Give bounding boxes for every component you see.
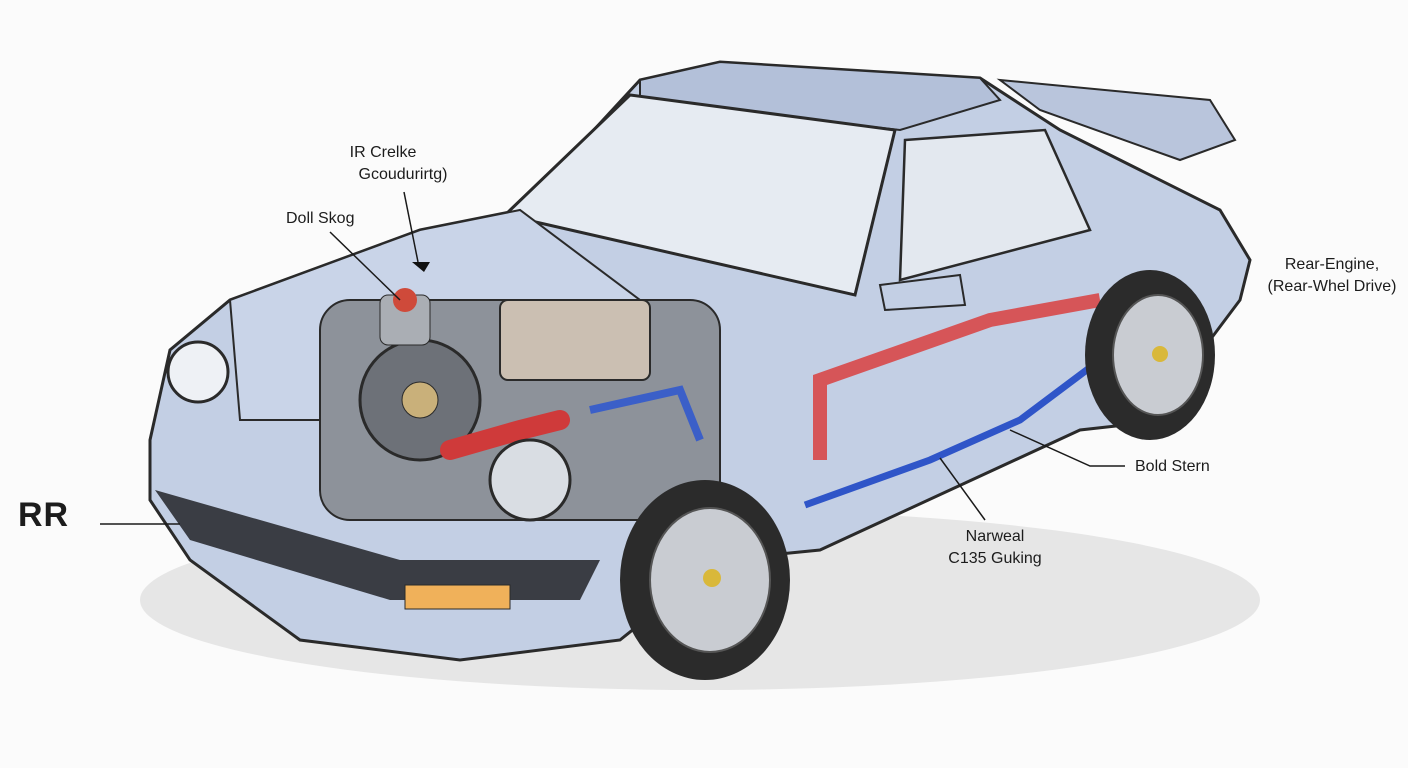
headlight <box>166 340 230 404</box>
label-rear-engine: Rear-Engine, (Rear-Whel Drive) <box>1262 254 1402 298</box>
leader-lines <box>100 191 1125 525</box>
label-line: IR Crelke <box>349 144 417 161</box>
label-line: (Rear-Whel Drive) <box>1267 278 1397 295</box>
label-ir-crelke: IR Crelke Gcoudurirtg) <box>318 142 448 186</box>
label-line: Rear-Engine, <box>1284 256 1380 273</box>
label-bold-stern: Bold Stern <box>1135 458 1210 475</box>
label-narweal: Narweal C135 Guking <box>940 526 1050 570</box>
windshield <box>501 93 897 297</box>
label-rr: RR <box>18 496 70 534</box>
front-bumper <box>155 490 600 600</box>
rear-spoiler <box>996 78 1237 162</box>
turn-signal <box>404 584 511 610</box>
arrow-marker <box>412 262 430 272</box>
label-line: Narweal <box>965 528 1025 545</box>
front-wheel <box>620 480 790 680</box>
engine <box>319 288 721 522</box>
label-line: C135 Guking <box>948 550 1042 567</box>
blue-duct <box>803 357 1103 509</box>
side-window <box>898 128 1092 282</box>
red-duct <box>813 293 1102 460</box>
label-doll-skog: Doll Skog <box>286 210 355 227</box>
side-mirror <box>878 273 967 312</box>
label-line: Gcoudurirtg) <box>358 166 448 183</box>
rear-wheel <box>1085 270 1215 440</box>
